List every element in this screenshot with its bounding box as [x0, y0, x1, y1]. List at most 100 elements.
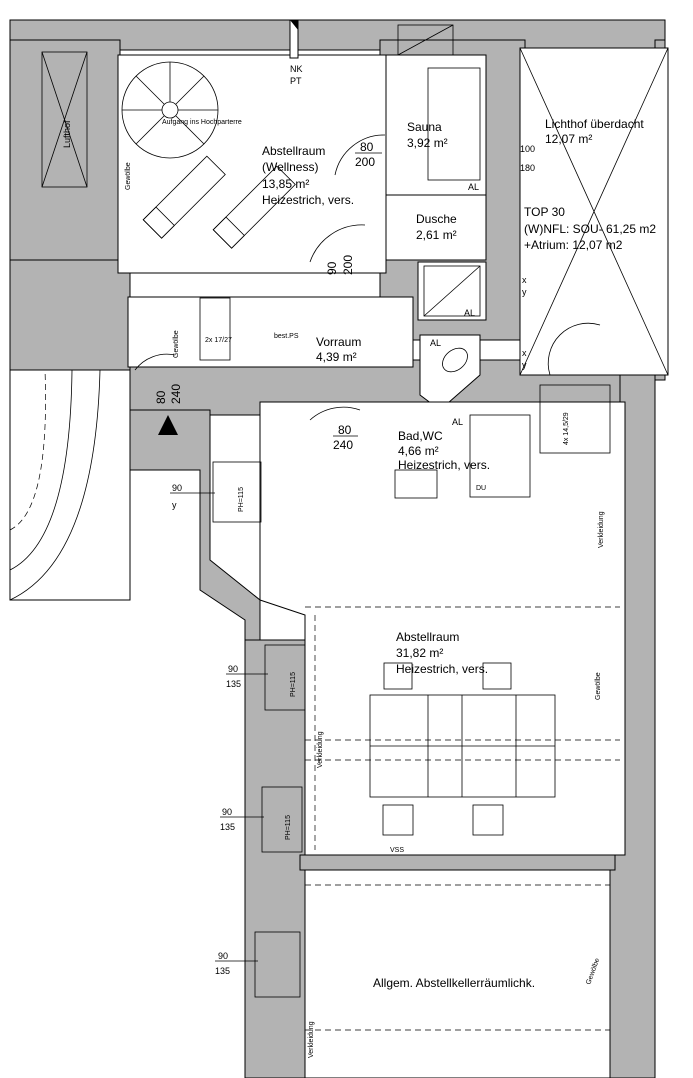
window-h: 135 [215, 966, 230, 976]
chair [383, 662, 413, 690]
door-arc [334, 134, 386, 176]
window [264, 644, 306, 711]
room-storage-area: 31,82 m² [396, 646, 443, 660]
labels: Abstellraum (Wellness) 13,85 m² Heizestr… [62, 64, 656, 1058]
verkleidung-label: Verkleidung [308, 1021, 315, 1058]
al-label: AL [452, 417, 463, 427]
room-sauna [385, 54, 487, 196]
door-h: 180 [520, 163, 535, 173]
door-h: 200 [341, 255, 355, 275]
room-lichthof-area: 12,07 m² [545, 132, 592, 146]
al-label: AL [430, 338, 441, 348]
window-h: y [172, 500, 177, 510]
al-label: AL [464, 308, 475, 318]
room-wellness-sub: (Wellness) [262, 160, 318, 174]
chair [472, 804, 504, 836]
stair-note: Aufgang ins Hochparterre [162, 119, 242, 126]
room-left-stair [9, 369, 131, 601]
window-w: 90 [228, 664, 238, 674]
window-w: 90 [172, 483, 182, 493]
level-pt: PT [290, 76, 302, 86]
verkleidung-label: Verkleidung [317, 731, 324, 768]
door-arc [547, 322, 601, 376]
room-wellness [117, 54, 387, 274]
room-wellness-note: Heizestrich, vers. [262, 193, 354, 207]
door-h: 240 [333, 438, 353, 452]
window [254, 931, 301, 998]
room-storage-name: Abstellraum [396, 630, 459, 644]
window-w: 90 [222, 807, 232, 817]
room-dusche-area: 2,61 m² [416, 228, 457, 242]
top-line2: (W)NFL: SOU- 61,25 m2 [524, 222, 656, 236]
wall-left-lower [129, 409, 261, 1078]
chair [382, 804, 414, 836]
wall-bottom-divider [299, 854, 616, 871]
door-w: 80 [154, 390, 168, 404]
top-line3: +Atrium: 12,07 m2 [524, 238, 623, 252]
sauna-bench [427, 67, 481, 181]
al-label: AL [468, 182, 479, 192]
lufthof-label: Lufthof [62, 120, 72, 148]
window-w: 90 [218, 951, 228, 961]
room-bad-area: 4,66 m² [398, 444, 439, 458]
bestps-label: best.PS [274, 333, 299, 340]
entrance-arrow-icon [158, 415, 178, 435]
bathtub [469, 414, 531, 498]
window [212, 461, 262, 523]
wall-left-mid [9, 259, 131, 371]
room-dusche [385, 194, 487, 261]
level-nk: NK [290, 64, 303, 74]
window-ph: PH=115 [290, 672, 297, 697]
du-label: DU [476, 485, 486, 492]
y-label: y [522, 287, 527, 297]
room-bad-name: Bad,WC [398, 429, 443, 443]
room-wc-corner [419, 334, 481, 411]
room-common-name: Allgem. Abstellkellerräumlichk. [373, 976, 535, 990]
window-h: 135 [220, 822, 235, 832]
wall-left-upper [9, 39, 121, 276]
door-w: 100 [520, 144, 535, 154]
spiral-steps [122, 62, 218, 145]
window-h: 135 [226, 679, 241, 689]
gewolbe-label: Gewölbe [173, 330, 180, 358]
x-label: x [522, 348, 527, 358]
small-stair-2 [199, 297, 231, 361]
door-w: 80 [338, 423, 352, 437]
room-bad-note: Heizestrich, vers. [398, 458, 490, 472]
room-storage [259, 401, 626, 856]
door-w: 80 [360, 140, 374, 154]
sink [394, 469, 438, 499]
room-vorraum-name: Vorraum [316, 335, 361, 349]
vss-label: VSS [390, 847, 404, 854]
door-w: 90 [325, 261, 339, 275]
top-line1: TOP 30 [524, 205, 565, 219]
room-sauna-area: 3,92 m² [407, 136, 448, 150]
stair-small2-label: 2x 17/27 [205, 337, 232, 344]
details [9, 19, 669, 1031]
door-arc [134, 353, 176, 371]
toilet [442, 347, 468, 373]
room-dusche-name: Dusche [416, 212, 457, 226]
verkleidung-label: Verkleidung [598, 511, 605, 548]
lounger-1 [142, 155, 226, 239]
chair [482, 662, 512, 690]
y-label: y [522, 360, 527, 370]
room-lichthof-name: Lichthof überdacht [545, 117, 644, 131]
door-arc [309, 224, 366, 263]
gewolbe-label: Gewölbe [125, 162, 132, 190]
door-h: 240 [169, 384, 183, 404]
room-wellness-name: Abstellraum [262, 144, 325, 158]
window-ph: PH=115 [285, 815, 292, 840]
window-ph: PH=115 [238, 487, 245, 512]
lounger-2 [212, 165, 296, 249]
room-storage-note: Heizestrich, vers. [396, 662, 488, 676]
small-stair [539, 384, 611, 454]
room-vorraum [127, 296, 414, 368]
room-wellness-area: 13,85 m² [262, 177, 309, 191]
shower-tray [423, 265, 481, 317]
door-h: 200 [355, 155, 375, 169]
room-vorraum-area: 4,39 m² [316, 350, 357, 364]
door-arc [309, 406, 361, 421]
stair-small-label: 4x 14,5/29 [563, 412, 570, 445]
